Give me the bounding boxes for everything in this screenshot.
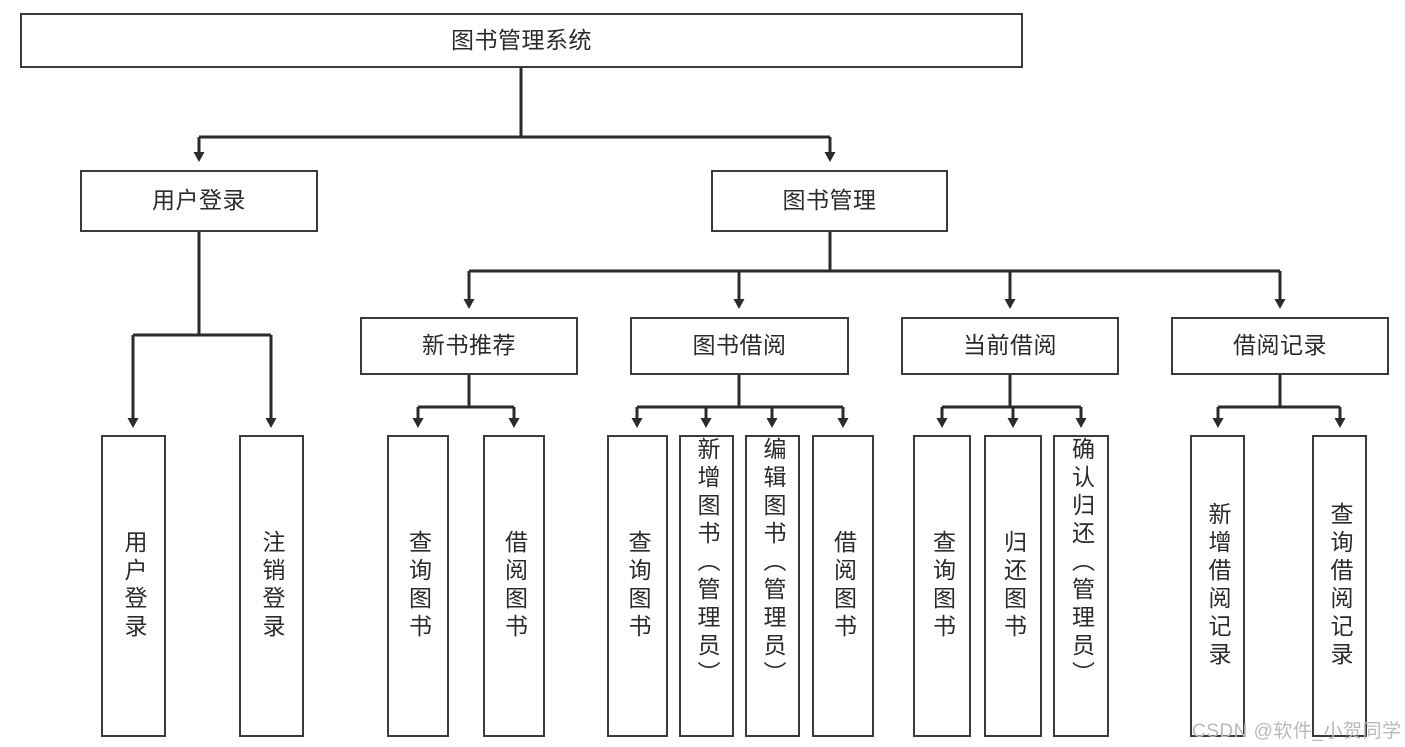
node-new-book-recommend[interactable]: 新书推荐 xyxy=(360,317,578,375)
node-leaf-edit-book-label: 编辑图书（管理员） xyxy=(760,437,786,689)
node-leaf-borrow-book-2[interactable]: 借阅图书 xyxy=(812,435,874,737)
node-book-manage[interactable]: 图书管理 xyxy=(711,170,948,232)
node-leaf-add-book-label: 新增图书（管理员） xyxy=(694,437,720,689)
node-leaf-query-book-2[interactable]: 查询图书 xyxy=(607,435,668,737)
node-leaf-borrow-book-1-label: 借阅图书 xyxy=(501,530,528,642)
node-current-borrow[interactable]: 当前借阅 xyxy=(901,317,1119,375)
node-leaf-return-book[interactable]: 归还图书 xyxy=(984,435,1042,737)
node-borrow-record-label: 借阅记录 xyxy=(1233,332,1327,359)
node-book-borrow-label: 图书借阅 xyxy=(692,332,787,359)
node-new-book-recommend-label: 新书推荐 xyxy=(422,332,516,359)
node-leaf-add-record[interactable]: 新增借阅记录 xyxy=(1190,435,1245,737)
node-leaf-user-logout-label: 注销登录 xyxy=(259,530,285,642)
node-leaf-return-book-label: 归还图书 xyxy=(1000,530,1027,642)
node-leaf-query-book-3-label: 查询图书 xyxy=(929,530,956,642)
node-user-login-label: 用户登录 xyxy=(152,187,246,214)
node-leaf-query-record-label: 查询借阅记录 xyxy=(1327,502,1353,670)
node-leaf-query-book-1-label: 查询图书 xyxy=(405,530,432,642)
node-leaf-user-login[interactable]: 用户登录 xyxy=(101,435,166,737)
node-root[interactable]: 图书管理系统 xyxy=(20,13,1023,68)
node-leaf-query-record[interactable]: 查询借阅记录 xyxy=(1312,435,1367,737)
node-book-manage-label: 图书管理 xyxy=(782,187,877,214)
node-leaf-query-book-3[interactable]: 查询图书 xyxy=(913,435,971,737)
node-leaf-add-book[interactable]: 新增图书（管理员） xyxy=(679,435,734,737)
node-leaf-query-book-1[interactable]: 查询图书 xyxy=(387,435,449,737)
node-leaf-query-book-2-label: 查询图书 xyxy=(625,530,651,642)
node-leaf-add-record-label: 新增借阅记录 xyxy=(1205,502,1231,670)
node-current-borrow-label: 当前借阅 xyxy=(963,332,1057,359)
node-leaf-confirm-return[interactable]: 确认归还（管理员） xyxy=(1053,435,1109,737)
node-leaf-borrow-book-2-label: 借阅图书 xyxy=(830,530,857,642)
node-book-borrow[interactable]: 图书借阅 xyxy=(630,317,849,375)
node-borrow-record[interactable]: 借阅记录 xyxy=(1171,317,1389,375)
node-leaf-user-logout[interactable]: 注销登录 xyxy=(239,435,304,737)
node-leaf-confirm-return-label: 确认归还（管理员） xyxy=(1068,437,1095,689)
node-leaf-borrow-book-1[interactable]: 借阅图书 xyxy=(483,435,545,737)
node-root-label: 图书管理系统 xyxy=(451,26,592,53)
node-user-login[interactable]: 用户登录 xyxy=(80,170,318,232)
node-leaf-edit-book[interactable]: 编辑图书（管理员） xyxy=(745,435,800,737)
node-leaf-user-login-label: 用户登录 xyxy=(121,530,147,642)
